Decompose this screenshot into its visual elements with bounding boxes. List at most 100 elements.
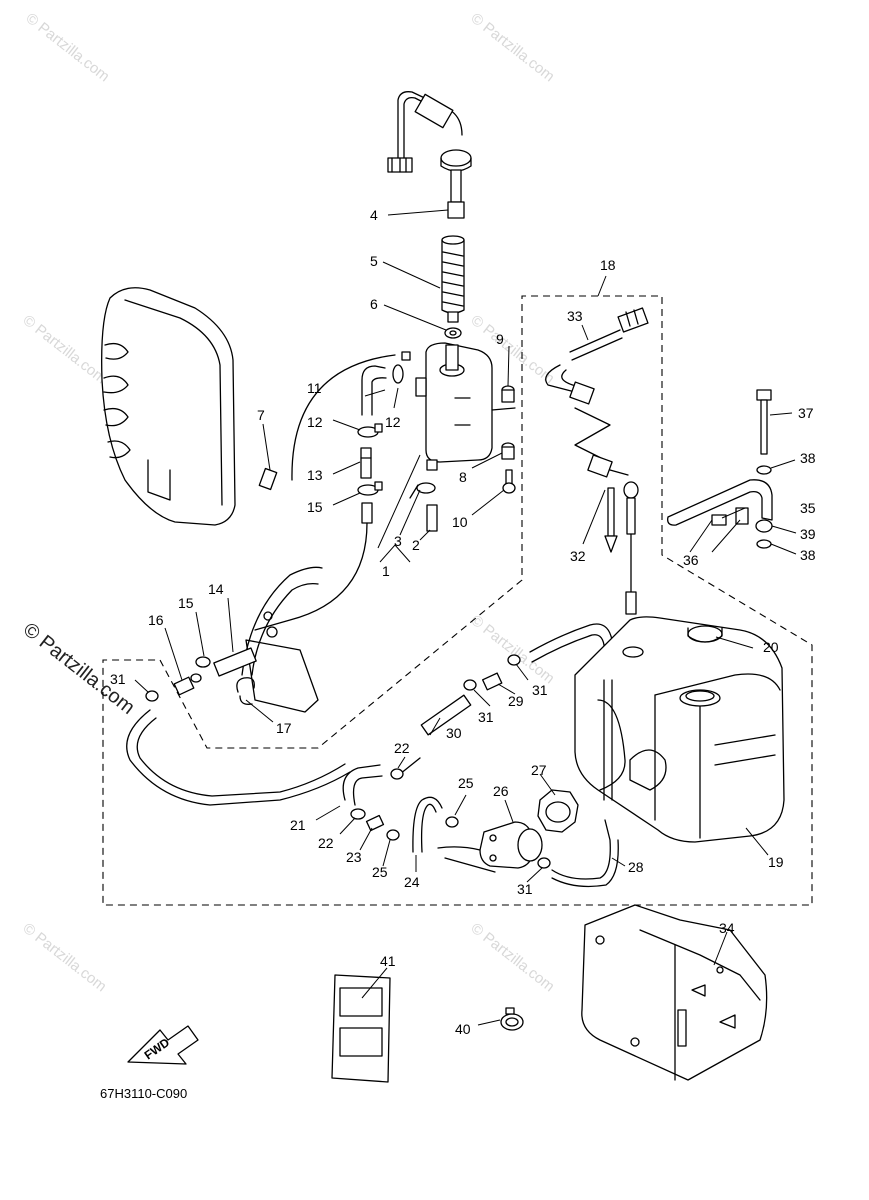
callout-11: 11 bbox=[307, 380, 322, 396]
callout-24: 24 bbox=[404, 874, 420, 890]
callout-34: 34 bbox=[719, 920, 735, 936]
callout-8: 8 bbox=[459, 469, 467, 485]
callout-41: 41 bbox=[380, 953, 396, 969]
callout-31d: 31 bbox=[517, 881, 533, 897]
callout-22b: 22 bbox=[318, 835, 334, 851]
washer-39 bbox=[755, 519, 773, 533]
callout-2: 2 bbox=[412, 537, 420, 553]
callout-25b: 25 bbox=[372, 864, 388, 880]
callout-15b: 15 bbox=[178, 595, 194, 611]
callout-31c: 31 bbox=[532, 682, 548, 698]
washer-38 bbox=[756, 465, 772, 475]
oil-tank bbox=[574, 616, 785, 843]
watermark: © Partzilla.com bbox=[20, 920, 110, 996]
bolt-37 bbox=[756, 389, 772, 455]
callout-7: 7 bbox=[257, 407, 265, 423]
sub-tank bbox=[415, 342, 516, 471]
pipe bbox=[361, 502, 373, 524]
pump-26 bbox=[437, 821, 543, 873]
callout-1: 1 bbox=[382, 563, 390, 579]
grommet-9 bbox=[501, 385, 515, 403]
hose-14 bbox=[213, 647, 257, 677]
callout-9: 9 bbox=[496, 331, 504, 347]
cap-27 bbox=[537, 789, 579, 833]
clip-31a bbox=[145, 690, 159, 702]
watermark-layer: © Partzilla.com © Partzilla.com © Partzi… bbox=[19, 10, 558, 996]
callout-22: 22 bbox=[394, 740, 410, 756]
o-ring bbox=[444, 327, 462, 339]
joint-16 bbox=[173, 673, 202, 696]
diagram-code: 67H3110-C090 bbox=[100, 1086, 187, 1101]
callout-31b: 31 bbox=[478, 709, 494, 725]
callout-30: 30 bbox=[446, 725, 462, 741]
clip-17 bbox=[236, 677, 255, 705]
watermark: © Partzilla.com bbox=[468, 612, 558, 688]
hose-11 bbox=[291, 354, 396, 481]
hose-7 bbox=[258, 467, 278, 491]
callout-13: 13 bbox=[307, 467, 323, 483]
callout-19: 19 bbox=[768, 854, 784, 870]
callout-36: 36 bbox=[683, 552, 699, 568]
callout-18: 18 bbox=[600, 257, 616, 273]
callout-37: 37 bbox=[798, 405, 814, 421]
clip-31b bbox=[463, 679, 477, 691]
callout-28: 28 bbox=[628, 859, 644, 875]
callout-29: 29 bbox=[508, 693, 524, 709]
screw-3 bbox=[409, 482, 436, 499]
callout-26: 26 bbox=[493, 783, 509, 799]
callout-17: 17 bbox=[276, 720, 292, 736]
watermark: © Partzilla.com bbox=[23, 10, 113, 86]
cowling-cover bbox=[101, 287, 236, 526]
watermark: © Partzilla.com bbox=[468, 920, 558, 996]
clip-22 bbox=[350, 768, 404, 820]
fwd-arrow: FWD bbox=[127, 1025, 199, 1065]
callout-labels: 1 2 3 4 5 6 7 8 9 10 11 12 12 13 14 15 1… bbox=[110, 207, 816, 1037]
callout-14: 14 bbox=[208, 581, 224, 597]
return-line bbox=[254, 522, 368, 631]
connector-13 bbox=[360, 447, 372, 479]
washer-38b bbox=[756, 539, 772, 549]
callout-32: 32 bbox=[570, 548, 586, 564]
label-41 bbox=[331, 974, 391, 1083]
hose-upper bbox=[529, 623, 613, 681]
watermark: © Partzilla.com bbox=[468, 10, 558, 86]
clip-15 bbox=[357, 481, 383, 496]
leader-lines bbox=[134, 209, 797, 1026]
callout-33: 33 bbox=[567, 308, 583, 324]
bolt-10 bbox=[502, 469, 516, 494]
callout-16: 16 bbox=[148, 612, 164, 628]
callout-10: 10 bbox=[452, 514, 468, 530]
joint-29 bbox=[481, 672, 503, 691]
callout-31a: 31 bbox=[110, 671, 126, 687]
callout-6: 6 bbox=[370, 296, 378, 312]
watermark: © Partzilla.com bbox=[20, 312, 110, 388]
bracket-35 bbox=[667, 479, 773, 526]
hose-21 bbox=[126, 709, 351, 806]
bracket-sketch bbox=[241, 566, 323, 713]
clip-25 bbox=[386, 816, 459, 841]
callout-15: 15 bbox=[307, 499, 323, 515]
callout-12b: 12 bbox=[385, 414, 401, 430]
callout-35: 35 bbox=[800, 500, 816, 516]
callout-23: 23 bbox=[346, 849, 362, 865]
callout-21: 21 bbox=[290, 817, 306, 833]
callout-40: 40 bbox=[455, 1021, 471, 1037]
hose-22 bbox=[342, 757, 421, 806]
callout-38b: 38 bbox=[800, 547, 816, 563]
filter-element bbox=[441, 235, 465, 323]
hose-28 bbox=[551, 819, 611, 880]
callout-12: 12 bbox=[307, 414, 323, 430]
level-sensor bbox=[387, 91, 472, 219]
joint-23 bbox=[365, 814, 385, 832]
callout-27: 27 bbox=[531, 762, 547, 778]
clip-31d bbox=[537, 857, 551, 869]
collar-2 bbox=[426, 504, 438, 532]
callout-3: 3 bbox=[394, 533, 402, 549]
hose-24 bbox=[412, 796, 443, 853]
assembly-boundaries bbox=[102, 295, 813, 906]
callout-5: 5 bbox=[370, 253, 378, 269]
clip-12b bbox=[392, 351, 411, 384]
callout-25: 25 bbox=[458, 775, 474, 791]
callout-4: 4 bbox=[370, 207, 378, 223]
